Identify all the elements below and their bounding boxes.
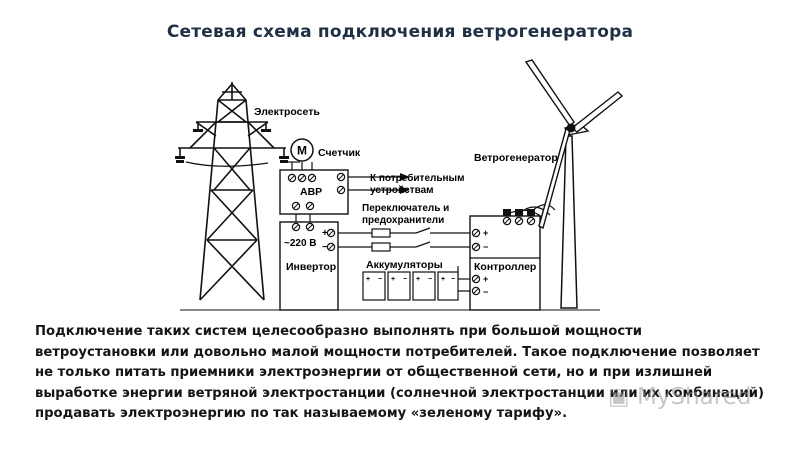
diagram-title: Сетевая схема подключения ветрогенератор… — [166, 22, 634, 42]
controller-polarity: + − + − — [483, 228, 488, 297]
wind-generator-label: Ветрогенератор — [474, 152, 558, 164]
svg-text:+: + — [366, 276, 370, 283]
svg-text:+: + — [416, 276, 420, 283]
batteries-label: Аккумуляторы — [366, 259, 443, 271]
description: Подключение таких систем целесообразно в… — [35, 322, 775, 425]
switches-label-2: предохранители — [362, 215, 444, 226]
svg-text:−: − — [378, 276, 382, 283]
grid-label: Электросеть — [254, 106, 320, 118]
avr-label: АВР — [300, 186, 322, 198]
wind-turbine-icon — [524, 59, 624, 309]
svg-text:+: + — [483, 228, 488, 238]
controller-top-terminals — [503, 209, 535, 216]
svg-text:−: − — [451, 276, 455, 283]
battery-icon — [362, 271, 459, 301]
meter-icon — [290, 138, 314, 162]
svg-text:−: − — [403, 276, 407, 283]
meter-label: Счетчик — [318, 147, 361, 159]
watermark-logo-icon: ▣ — [608, 384, 638, 410]
svg-text:+: + — [391, 276, 395, 283]
consumers-label-2: устройствам — [370, 185, 434, 196]
power-tower-icon — [178, 82, 286, 301]
svg-text:+: + — [441, 276, 445, 283]
watermark: ▣ MyShared — [608, 384, 752, 410]
fuse-icon — [371, 242, 391, 252]
consumers-label-1: К потребительным — [370, 172, 464, 184]
inverter-plus: + — [322, 228, 328, 239]
svg-text:−: − — [483, 242, 488, 252]
battery-polarity: + − + − + − + − — [366, 276, 455, 283]
meter-symbol: М — [297, 144, 307, 158]
ac-voltage-label: ~220 В — [284, 238, 317, 249]
inverter-label: Инвертор — [286, 261, 336, 273]
description-line: ветроустановки или довольно малой мощнос… — [35, 344, 760, 360]
description-line: не только питать приемники электроэнерги… — [35, 365, 713, 380]
fuse-icon — [371, 228, 391, 238]
svg-text:+: + — [483, 274, 488, 284]
inverter-block — [279, 221, 339, 311]
arrow-icon — [400, 173, 410, 194]
description-line: выработке энергии ветряной электростанци… — [35, 385, 765, 401]
switches-label-1: Переключатель и — [362, 203, 449, 214]
insulator-icon — [175, 129, 289, 163]
controller-block — [469, 215, 541, 311]
svg-text:−: − — [428, 276, 432, 283]
controller-label: Контроллер — [474, 261, 536, 273]
description-line: Подключение таких систем целесообразно в… — [35, 324, 643, 339]
description-line: продавать электроэнергию по так называем… — [35, 406, 568, 421]
svg-text:−: − — [483, 287, 488, 297]
wind-generator-diagram: Электросеть М Счетчик АВР К потр — [175, 59, 624, 311]
inverter-minus: − — [322, 242, 328, 253]
